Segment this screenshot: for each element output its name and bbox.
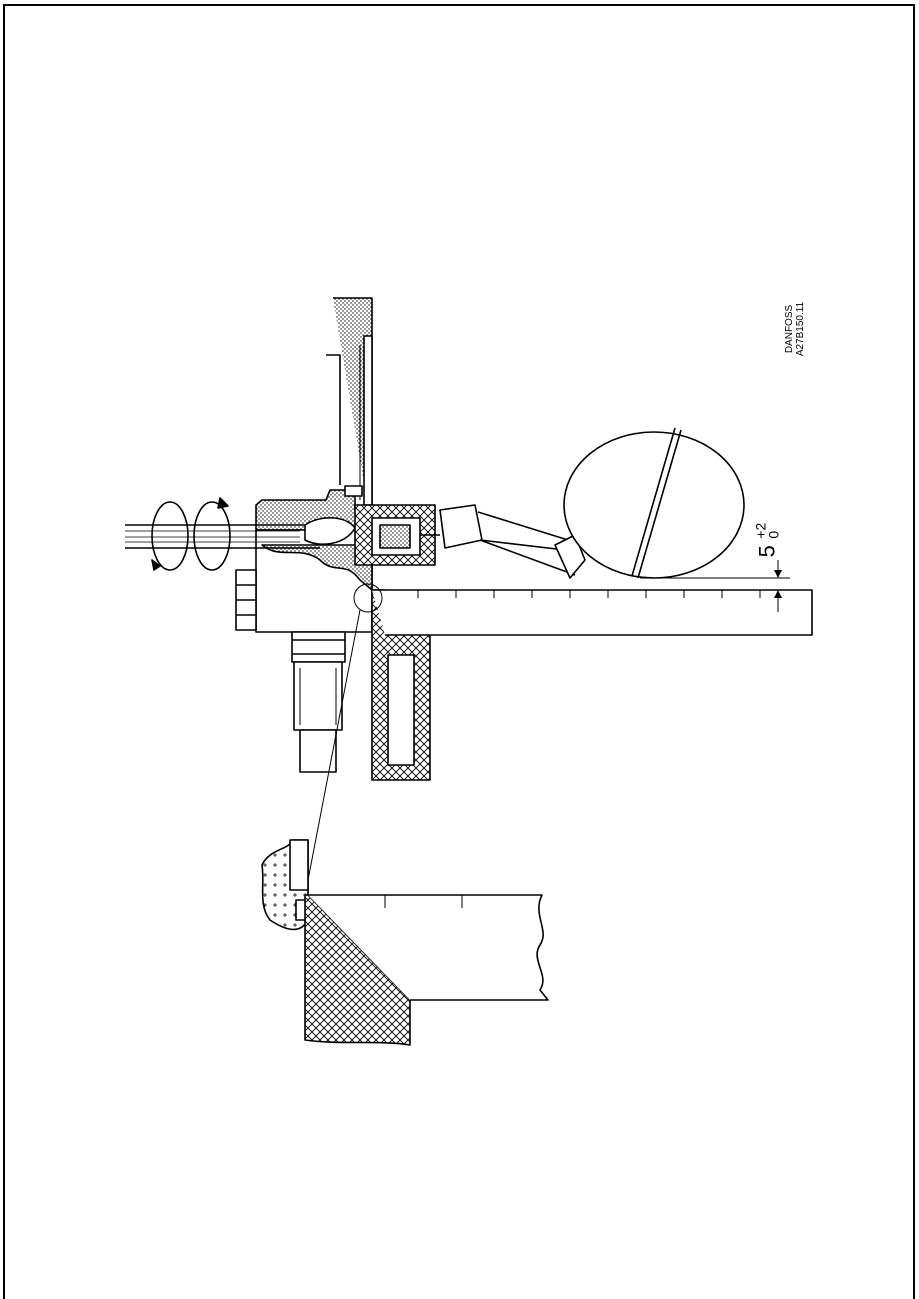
float-arm-link [439,504,483,549]
housing-break [261,544,373,591]
float-seam [631,427,682,579]
level-dimension: 5 +2 0 [752,523,782,558]
dimension-value: 5 [754,545,780,558]
drawing-number: A27B150.11 [795,301,806,357]
rotation-arrow-left [151,501,189,571]
detail-wall [308,894,549,1001]
tank-wall [372,589,813,636]
fitting-body [293,661,343,731]
fitting-tail [299,729,337,773]
scale-ticks [417,590,761,598]
flange-bolt [344,485,363,497]
drawing-frame [3,4,915,1299]
detail-leader [307,609,361,881]
manufacturer-label: DANFOSS [784,304,795,354]
flange-neck [326,354,341,485]
fitting-nut [291,631,346,663]
float-clip [554,534,586,579]
detail-callout [353,583,383,613]
drawing-reference: DANFOSS A27B150.11 [784,289,806,369]
flange-gasket [363,335,373,506]
tolerance-lower: 0 [765,530,782,539]
float-ball [563,431,745,579]
rotation-arrow-right [193,501,231,571]
detail-flange [304,894,411,1046]
detail-gasket [289,839,309,891]
